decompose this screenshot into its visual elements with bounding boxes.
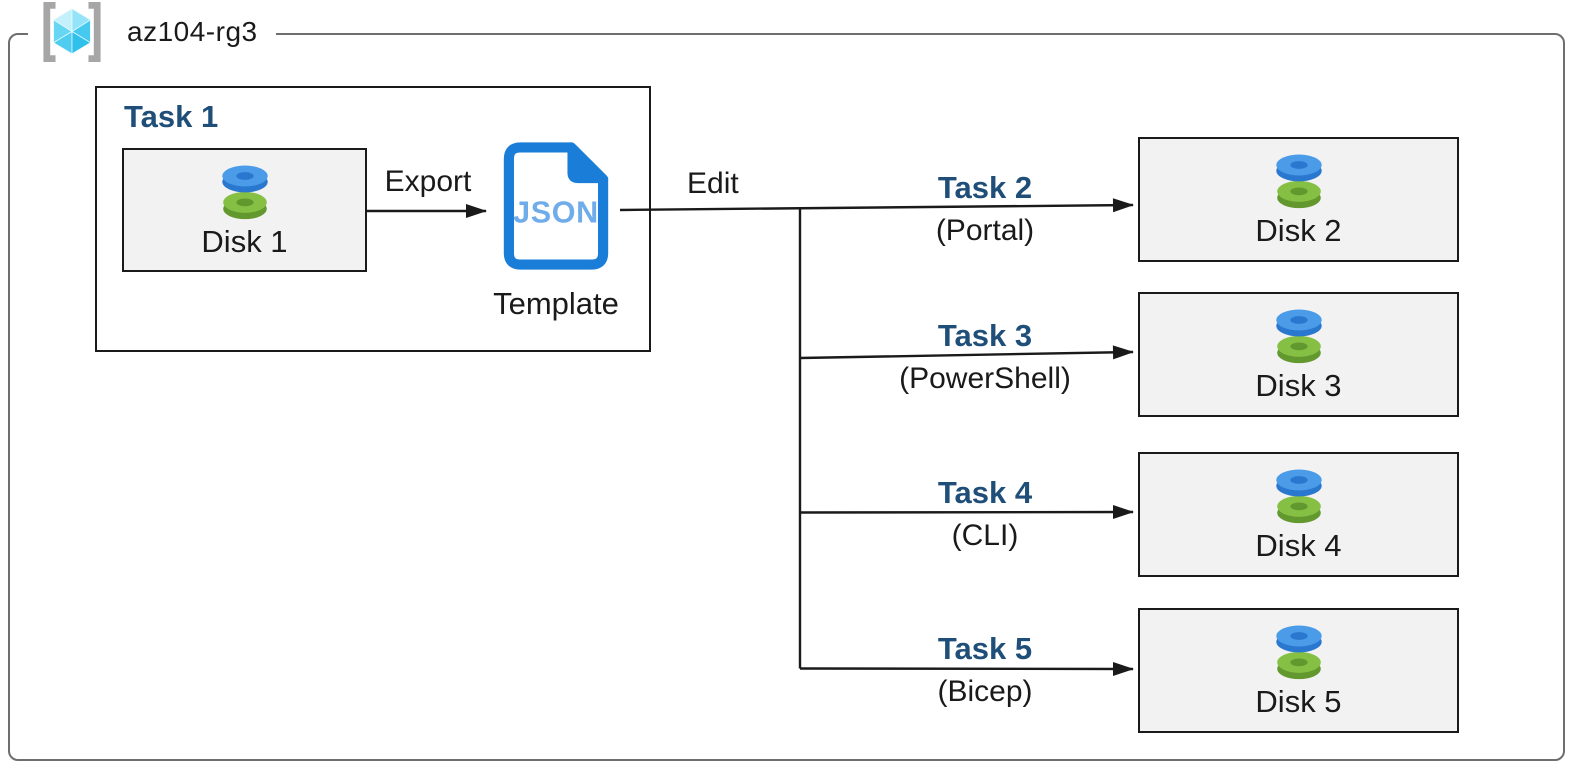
task4-label: Task 4 — [937, 475, 1033, 510]
disk5-box: Disk 5 — [1138, 608, 1459, 733]
disk2-box: Disk 2 — [1138, 137, 1459, 262]
disk1-label: Disk 1 — [201, 223, 288, 259]
managed-disk-icon — [1266, 465, 1332, 525]
export-arrow-label: Export — [384, 165, 472, 198]
resource-group-legend: az104-rg3 — [28, 1, 276, 63]
task2-label-group: Task 2 (Portal) — [845, 171, 1125, 248]
task5-label: Task 5 — [937, 631, 1033, 666]
task1-label: Task 1 — [124, 99, 219, 134]
managed-disk-icon — [212, 161, 278, 221]
disk3-box: Disk 3 — [1138, 292, 1459, 417]
resource-group-icon — [43, 1, 101, 63]
task3-label: Task 3 — [937, 318, 1033, 353]
template-label: Template — [493, 286, 619, 321]
resource-group-border — [8, 33, 1565, 761]
disk4-label: Disk 4 — [1255, 528, 1342, 563]
disk4-box: Disk 4 — [1138, 452, 1459, 577]
task5-label-group: Task 5 (Bicep) — [845, 632, 1125, 709]
disk1-box: Disk 1 — [122, 148, 367, 272]
managed-disk-icon — [1266, 621, 1332, 681]
task5-method: (Bicep) — [937, 675, 1033, 708]
edit-arrow-label: Edit — [687, 167, 739, 200]
managed-disk-icon — [1266, 305, 1332, 365]
resource-group-name: az104-rg3 — [127, 16, 258, 47]
managed-disk-icon — [1266, 150, 1332, 210]
disk3-label: Disk 3 — [1255, 368, 1342, 403]
task4-label-group: Task 4 (CLI) — [845, 476, 1125, 553]
task3-label-group: Task 3 (PowerShell) — [845, 319, 1125, 396]
json-file-icon: JSON — [503, 142, 609, 270]
disk5-label: Disk 5 — [1255, 684, 1342, 719]
disk2-label: Disk 2 — [1255, 213, 1342, 248]
task3-method: (PowerShell) — [899, 362, 1071, 395]
json-file-type-text: JSON — [513, 196, 599, 230]
task2-label: Task 2 — [937, 170, 1033, 205]
task4-method: (CLI) — [951, 519, 1019, 552]
task2-method: (Portal) — [935, 214, 1035, 247]
